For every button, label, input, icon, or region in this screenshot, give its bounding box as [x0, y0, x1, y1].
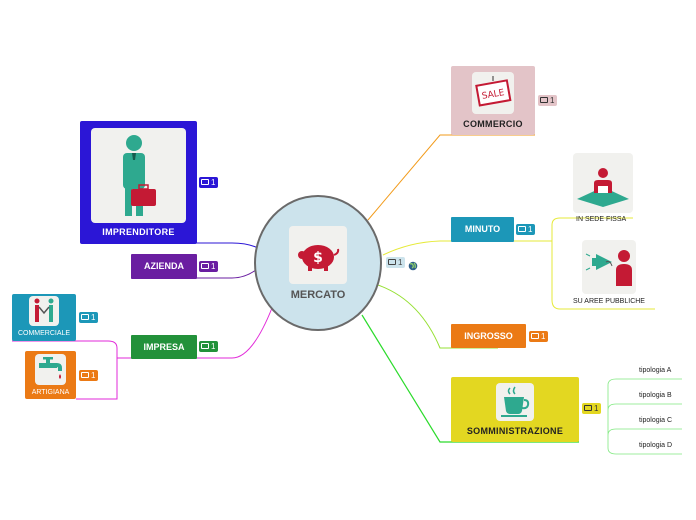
sale-sign-icon: SALE: [472, 72, 514, 114]
note-icon: [201, 179, 209, 185]
subtopic-tipologia-b[interactable]: tipologia B: [639, 392, 672, 399]
topic-label: COMMERCIALE: [17, 330, 71, 337]
note-icon: [531, 333, 539, 339]
note-badge-imprenditore[interactable]: 1: [199, 177, 219, 188]
topic-commercio[interactable]: SALE COMMERCIO: [451, 66, 535, 135]
note-badge-somministrazione[interactable]: 1: [582, 403, 602, 414]
topic-commerciale[interactable]: COMMERCIALE: [12, 294, 76, 341]
faucet-icon: [35, 354, 66, 385]
svg-text:$: $: [313, 250, 323, 266]
connector-ingrosso: [377, 284, 498, 349]
topic-label: IMPRENDITORE: [102, 227, 175, 237]
topic-label: SOMMINISTRAZIONE: [466, 426, 564, 436]
connector-commercio: [367, 134, 535, 221]
topic-minuto[interactable]: MINUTO: [451, 217, 514, 242]
note-icon: [388, 259, 396, 265]
note-badge-ingrosso[interactable]: 1: [529, 331, 549, 342]
subtopic-tipologia-c[interactable]: tipologia C: [639, 417, 673, 424]
connector-tipologie: [607, 378, 682, 455]
topic-ingrosso[interactable]: INGROSSO: [451, 324, 526, 348]
note-icon: [81, 314, 89, 320]
subtopic-in-sede-fissa[interactable]: IN SEDE FISSA: [576, 216, 627, 223]
handshake-icon: [29, 296, 59, 326]
note-icon: [201, 343, 209, 349]
note-icon: [518, 226, 526, 232]
topic-azienda[interactable]: AZIENDA: [131, 254, 197, 279]
topic-somministrazione[interactable]: SOMMINISTRAZIONE: [451, 377, 579, 442]
topic-imprenditore[interactable]: IMPRENDITORE: [80, 121, 197, 244]
topic-artigiana[interactable]: ARTIGIANA: [25, 351, 76, 399]
piggy-bank-dollar-icon: $: [289, 226, 347, 284]
note-badge-artigiana[interactable]: 1: [79, 370, 99, 381]
subtopic-su-aree-pubbliche[interactable]: SU AREE PUBBLICHE: [573, 298, 645, 305]
central-topic-label: MERCATO: [290, 289, 346, 301]
note-badge-azienda[interactable]: 1: [199, 261, 219, 272]
globe-icon[interactable]: [408, 258, 418, 271]
shopkeeper-icon[interactable]: [573, 153, 633, 213]
subtopic-tipologia-d[interactable]: tipologia D: [639, 442, 673, 449]
note-badge-mercato[interactable]: 1: [386, 257, 406, 268]
note-badge-commercio[interactable]: 1: [538, 95, 558, 106]
note-badge-impresa[interactable]: 1: [199, 341, 219, 352]
note-badge-commerciale[interactable]: 1: [79, 312, 99, 323]
note-badge-minuto[interactable]: 1: [516, 224, 536, 235]
note-icon: [584, 405, 592, 411]
connector-imprenditore: [82, 242, 263, 251]
note-icon: [81, 372, 89, 378]
megaphone-vendor-icon[interactable]: [582, 240, 636, 294]
connector-minuto: [382, 240, 552, 256]
svg-text:SALE: SALE: [481, 88, 505, 102]
connector-somministrazione: [361, 314, 579, 443]
note-icon: [540, 97, 548, 103]
businessman-briefcase-icon: [91, 128, 186, 223]
central-topic-mercato[interactable]: $ MERCATO: [254, 195, 382, 331]
coffee-cup-icon: [496, 383, 534, 421]
subtopic-tipologia-a[interactable]: tipologia A: [639, 367, 672, 374]
topic-label: ARTIGIANA: [31, 389, 70, 396]
topic-impresa[interactable]: IMPRESA: [131, 335, 197, 359]
connector-impresa-children: [12, 340, 131, 400]
note-icon: [201, 263, 209, 269]
connector-impresa: [131, 307, 273, 359]
connector-minuto-children: [551, 217, 655, 310]
topic-label: COMMERCIO: [463, 119, 523, 129]
